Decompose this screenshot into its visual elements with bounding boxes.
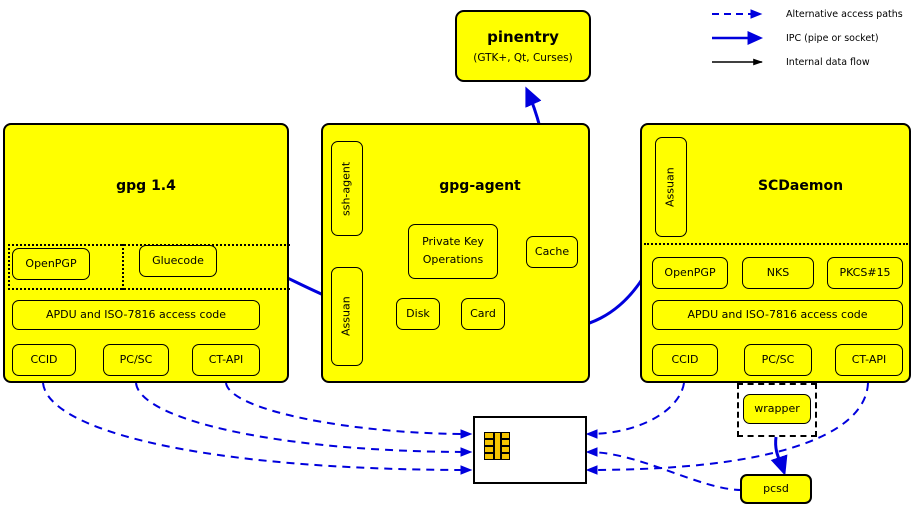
pcsd-node[interactable]: pcsd	[740, 474, 812, 504]
scdaemon-pkcs15-node[interactable]: PKCS#15	[827, 257, 903, 289]
scdaemon-nks-node[interactable]: NKS	[742, 257, 814, 289]
gpg-gluecode-node[interactable]: Gluecode	[139, 245, 217, 277]
scdaemon-ccid-node[interactable]: CCID	[652, 344, 718, 376]
gpg-agent-module-title: gpg-agent	[439, 178, 521, 194]
pinentry-subtitle: (GTK+, Qt, Curses)	[473, 52, 573, 64]
gpg-agent-assuan-node[interactable]: Assuan	[331, 267, 363, 366]
pko-line-2: Operations	[422, 253, 484, 266]
altpath-gpg-ccid-to-card	[42, 382, 473, 475]
wrapper-region	[737, 383, 817, 437]
scdaemon-apdu-node[interactable]: APDU and ISO-7816 access code	[652, 300, 903, 330]
pinentry-title: pinentry	[487, 28, 559, 46]
scdaemon-pcsc-node[interactable]: PC/SC	[744, 344, 812, 376]
altpath-gpg-pcsc-to-card	[135, 382, 473, 457]
altpath-scd-ccid-to-card	[585, 382, 685, 439]
gpg-agent-private-key-operations-node[interactable]: Private Key Operations	[408, 224, 498, 279]
dashed-blue-arrow-icon	[708, 4, 778, 24]
gpg-ccid-node[interactable]: CCID	[12, 344, 76, 376]
scdaemon-driver-divider	[644, 243, 908, 245]
gpg-agent-ssh-agent-node[interactable]: ssh-agent	[331, 141, 363, 236]
altpath-gpg-ctapi-to-card	[225, 382, 473, 439]
solid-black-arrow-icon	[708, 52, 778, 72]
gpg-agent-card-node[interactable]: Card	[461, 298, 505, 330]
gpg-module-title: gpg 1.4	[116, 178, 176, 194]
legend-item-internal-flow: Internal data flow	[708, 50, 908, 74]
gpg-openpgp-driver-region-divider	[122, 244, 124, 290]
gpg-openpgp-node[interactable]: OpenPGP	[12, 248, 90, 280]
smartcard[interactable]	[473, 416, 587, 484]
legend-item-ipc: IPC (pipe or socket)	[708, 26, 908, 50]
solid-blue-thick-arrow-icon	[708, 28, 778, 48]
gpg-agent-disk-node[interactable]: Disk	[396, 298, 440, 330]
pinentry-module[interactable]: pinentry (GTK+, Qt, Curses)	[455, 10, 591, 82]
gpg-agent-cache-node[interactable]: Cache	[526, 236, 578, 268]
legend-label-alt-paths: Alternative access paths	[786, 8, 903, 20]
pko-line-1: Private Key	[422, 235, 484, 249]
gpg-apdu-node[interactable]: APDU and ISO-7816 access code	[12, 300, 260, 330]
scdaemon-assuan-node[interactable]: Assuan	[655, 137, 687, 237]
ipc-wrapper-to-pcsd	[770, 436, 788, 476]
legend: Alternative access paths IPC (pipe or so…	[708, 2, 908, 74]
gpg-ctapi-node[interactable]: CT-API	[192, 344, 260, 376]
legend-label-internal-flow: Internal data flow	[786, 56, 870, 68]
smartcard-chip-icon	[484, 432, 510, 460]
altpath-pcsd-to-card	[585, 447, 743, 491]
legend-item-alt-paths: Alternative access paths	[708, 2, 908, 26]
gpg-pcsc-node[interactable]: PC/SC	[103, 344, 169, 376]
altpath-scd-ctapi-to-card	[585, 382, 869, 475]
scdaemon-ctapi-node[interactable]: CT-API	[835, 344, 903, 376]
wrapper-node[interactable]: wrapper	[743, 394, 811, 424]
scdaemon-openpgp-node[interactable]: OpenPGP	[652, 257, 728, 289]
scdaemon-module-title: SCDaemon	[757, 178, 844, 194]
legend-label-ipc: IPC (pipe or socket)	[786, 32, 879, 44]
